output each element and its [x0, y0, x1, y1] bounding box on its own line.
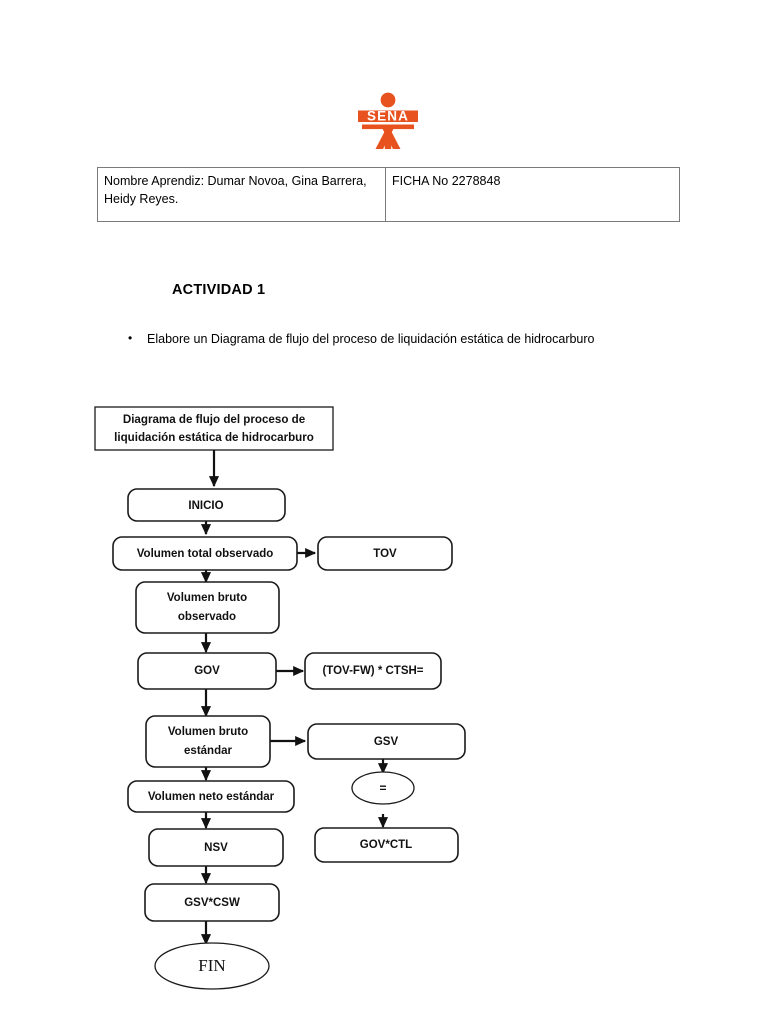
node-gov-label: GOV [194, 665, 220, 677]
flowchart-title-box: Diagrama de flujo del proceso de liquida… [94, 406, 334, 451]
flowchart-title-box-shape [94, 406, 334, 451]
node-volumen-bruto-observado-line2: observado [178, 611, 236, 623]
node-equals-ellipse[interactable]: = [351, 771, 415, 805]
aprendiz-names-cell: Nombre Aprendiz: Dumar Novoa, Gina Barre… [97, 167, 386, 222]
node-equals-shape[interactable] [351, 771, 415, 805]
node-gsv-csw[interactable]: GSV*CSW [144, 883, 280, 922]
node-volumen-neto-estandar-label: Volumen neto estándar [148, 791, 275, 803]
node-gsv-label: GSV [374, 736, 399, 748]
node-gsv-csw-shape[interactable] [144, 883, 280, 922]
node-gov-ctl[interactable]: GOV*CTL [314, 827, 459, 863]
node-inicio-shape[interactable] [127, 488, 286, 522]
node-equals-label: = [379, 781, 386, 795]
svg-text:SENA: SENA [367, 108, 409, 123]
node-volumen-bruto-estandar-line2: estándar [184, 745, 232, 757]
node-tov[interactable]: TOV [317, 536, 453, 571]
node-nsv[interactable]: NSV [148, 828, 284, 867]
node-fin[interactable]: FIN [154, 942, 270, 990]
flowchart-title-line1: Diagrama de flujo del proceso de [123, 413, 306, 426]
node-volumen-bruto-estandar-shape[interactable] [145, 715, 271, 768]
node-inicio-label: INICIO [188, 500, 223, 512]
node-volumen-neto-estandar[interactable]: Volumen neto estándar [127, 780, 295, 813]
flowchart-connectors [200, 450, 389, 946]
node-volumen-total-observado-label: Volumen total observado [137, 548, 274, 560]
table-row: Nombre Aprendiz: Dumar Novoa, Gina Barre… [97, 167, 680, 222]
activity-heading: ACTIVIDAD 1 [172, 282, 266, 298]
node-volumen-bruto-observado[interactable]: Volumen bruto observado [135, 581, 280, 634]
sena-logo: SENA [352, 92, 424, 150]
node-gsv-shape[interactable] [307, 723, 466, 760]
node-gsv[interactable]: GSV [307, 723, 466, 760]
node-volumen-neto-estandar-shape[interactable] [127, 780, 295, 813]
bullet-marker-icon: • [128, 331, 133, 345]
node-gov-shape[interactable] [137, 652, 277, 690]
node-volumen-bruto-observado-shape[interactable] [135, 581, 280, 634]
node-gov[interactable]: GOV [137, 652, 277, 690]
node-volumen-total-observado[interactable]: Volumen total observado [112, 536, 298, 571]
node-nsv-shape[interactable] [148, 828, 284, 867]
node-volumen-bruto-estandar[interactable]: Volumen bruto estándar [145, 715, 271, 768]
sena-logo-icon: SENA [358, 92, 418, 149]
node-fin-shape[interactable] [154, 942, 270, 990]
node-gov-ctl-label: GOV*CTL [360, 839, 412, 851]
flowchart-title-line2: liquidación estática de hidrocarburo [114, 431, 314, 444]
node-tov-shape[interactable] [317, 536, 453, 571]
node-volumen-bruto-estandar-line1: Volumen bruto [168, 726, 248, 738]
ficha-number-cell: FICHA No 2278848 [385, 167, 680, 222]
node-nsv-label: NSV [204, 842, 228, 854]
activity-bullet-text: Elabore un Diagrama de flujo del proceso… [147, 332, 595, 346]
activity-bullet-item: • Elabore un Diagrama de flujo del proce… [128, 331, 688, 347]
node-formula-ctsh-label: (TOV-FW) * CTSH= [322, 665, 423, 677]
node-gsv-csw-label: GSV*CSW [184, 897, 240, 909]
node-formula-ctsh[interactable]: (TOV-FW) * CTSH= [304, 652, 442, 690]
node-fin-label: FIN [198, 956, 225, 975]
node-inicio[interactable]: INICIO [127, 488, 286, 522]
node-volumen-total-observado-shape[interactable] [112, 536, 298, 571]
node-gov-ctl-shape[interactable] [314, 827, 459, 863]
node-formula-ctsh-shape[interactable] [304, 652, 442, 690]
node-volumen-bruto-observado-line1: Volumen bruto [167, 592, 247, 604]
student-info-table: Nombre Aprendiz: Dumar Novoa, Gina Barre… [97, 167, 680, 222]
node-tov-label: TOV [373, 548, 397, 560]
